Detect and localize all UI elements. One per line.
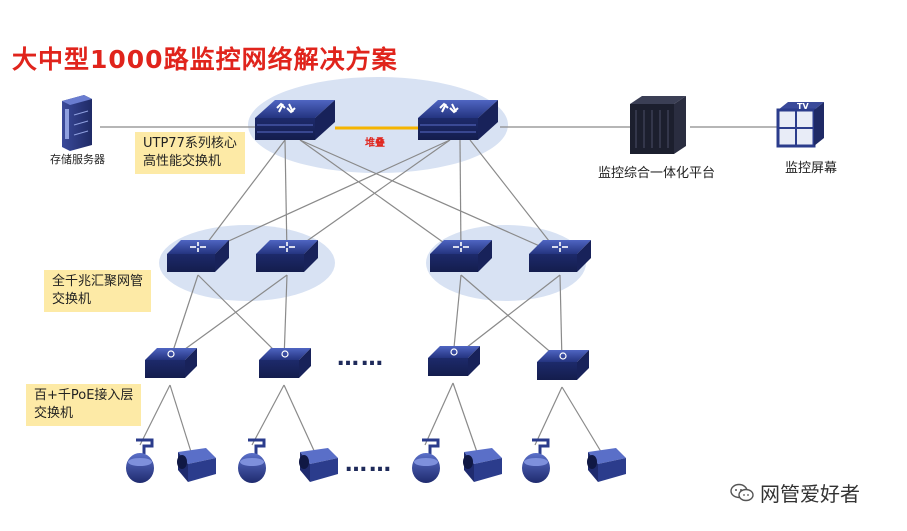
box-camera-1-icon: [177, 448, 216, 482]
dome-camera-2-icon: [238, 438, 266, 483]
aggregation-switch-1-icon: [167, 240, 229, 272]
network-links: [100, 126, 778, 456]
access-note-line-2: 交换机: [34, 406, 74, 421]
aggregation-switch-4-icon: [529, 240, 591, 272]
core-note-line-1: UTP77系列核心: [143, 136, 237, 151]
storage-server-label: 存储服务器: [50, 153, 105, 166]
access-switch-2-icon: [259, 348, 311, 378]
aggregation-switch-2-icon: [256, 240, 318, 272]
wechat-icon: [730, 483, 754, 501]
access-note-line-1: 百+千PoE接入层: [34, 388, 134, 403]
watermark-text: 网管爱好者: [760, 482, 860, 506]
box-camera-4-icon: [587, 448, 626, 482]
monitoring-platform-icon: [630, 96, 686, 154]
dome-camera-1-icon: [126, 438, 154, 483]
stack-label: 堆叠: [365, 138, 385, 149]
aggregation-switch-note: 全千兆汇聚网管 交换机: [44, 270, 152, 312]
dome-camera-3-icon: [412, 438, 440, 483]
access-switch-note: 百+千PoE接入层 交换机: [26, 384, 142, 426]
monitor-screen-icon: TV: [776, 102, 824, 148]
core-switch-left-icon: [255, 100, 335, 140]
storage-server-icon: [62, 95, 92, 151]
aggregation-note-line-2: 交换机: [52, 292, 92, 307]
access-switch-4-icon: [537, 350, 589, 380]
page-title: 大中型1000路监控网络解决方案: [12, 45, 398, 74]
access-switch-1-icon: [145, 348, 197, 378]
dome-camera-4-icon: [522, 438, 550, 483]
access-switch-3-icon: [428, 346, 480, 376]
monitor-screen-label: 监控屏幕: [785, 161, 838, 176]
core-switch-note: UTP77系列核心 高性能交换机: [135, 132, 245, 174]
aggregation-switch-3-icon: [430, 240, 492, 272]
core-switch-right-icon: [418, 100, 498, 140]
aggregation-note-line-1: 全千兆汇聚网管: [52, 274, 144, 289]
tv-badge: TV: [797, 102, 809, 111]
ellipsis-switch-row: ……: [337, 346, 385, 371]
core-note-line-2: 高性能交换机: [143, 154, 222, 169]
box-camera-3-icon: [463, 448, 502, 482]
monitoring-platform-label: 监控综合一体化平台: [598, 166, 716, 181]
box-camera-2-icon: [299, 448, 338, 482]
watermark: 网管爱好者: [730, 478, 860, 507]
ellipsis-camera-row: ……: [345, 452, 393, 477]
